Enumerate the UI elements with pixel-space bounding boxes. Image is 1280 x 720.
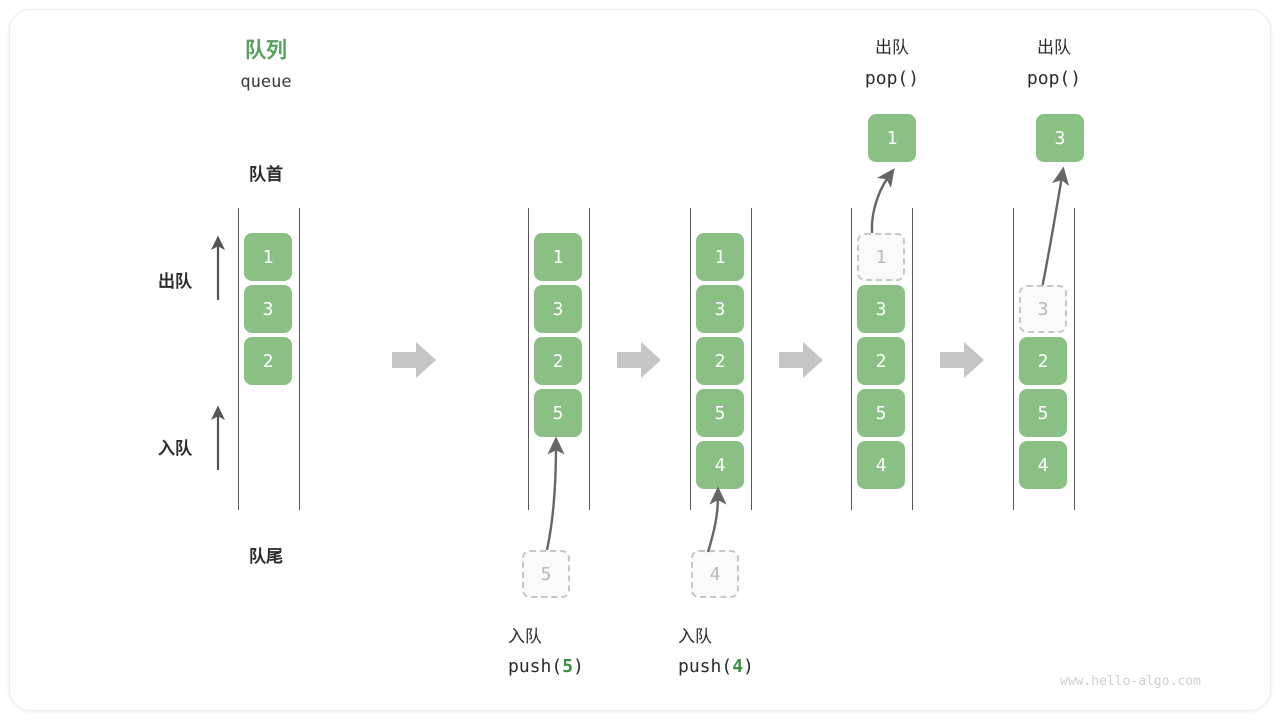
queue-cell: 3 [534,285,582,333]
pop-2-label-code: pop() [1026,68,1082,89]
queue-cell: 3 [857,285,905,333]
queue-cell: 3 [244,285,292,333]
queue-rail-right [1074,208,1075,510]
diagram-title-cn: 队列 [245,38,287,62]
push-4-code-prefix: push( [678,656,733,677]
queue-rail-left [690,208,691,510]
push-5-code-prefix: push( [508,656,563,677]
push-5-code-arg: 5 [562,656,574,677]
queue-rail-left [851,208,852,510]
queue-cell: 4 [696,441,744,489]
push-4-code-suffix: ) [743,656,754,677]
push-4-label-code: push(4) [648,656,848,677]
diagram-title-en: queue [240,72,292,92]
queue-cell: 5 [857,389,905,437]
queue-cell: 2 [244,337,292,385]
dequeue-direction-arrow [210,235,226,300]
transition-arrow-icon [617,342,661,378]
popped-cell: 1 [868,114,916,162]
queue-cell: 5 [1019,389,1067,437]
push-5-code-suffix: ) [573,656,584,677]
popped-cell: 3 [1036,114,1084,162]
front-label: 队首 [249,165,283,185]
push-5-label-cn: 入队 [508,627,542,647]
queue-cell: 1 [244,233,292,281]
incoming-ghost-cell: 5 [522,550,570,598]
enqueue-direction-arrow [210,405,226,470]
queue-cell: 4 [857,441,905,489]
pop-arrow-icon [1038,166,1070,299]
pop-2-label-cn: 出队 [1037,38,1071,58]
queue-rail-right [589,208,590,510]
queue-cell: 1 [534,233,582,281]
transition-arrow-icon [779,342,823,378]
queue-cell: 4 [1019,441,1067,489]
queue-rail-right [751,208,752,510]
queue-cell: 5 [696,389,744,437]
rear-label: 队尾 [249,547,283,567]
push-arrow-icon [545,436,565,551]
queue-cell: 1 [696,233,744,281]
push-4-code-arg: 4 [732,656,744,677]
enqueue-direction-label: 入队 [158,439,192,459]
push-arrow-icon [706,486,727,553]
dequeue-direction-label: 出队 [158,272,192,292]
queue-cell-ghost: 3 [1019,285,1067,333]
queue-rail-right [912,208,913,510]
transition-arrow-icon [392,342,436,378]
queue-cell: 2 [1019,337,1067,385]
push-4-label-cn: 入队 [678,627,712,647]
queue-cell: 5 [534,389,582,437]
queue-cell: 2 [696,337,744,385]
push-5-label-code: push(5) [478,656,678,677]
queue-cell: 3 [696,285,744,333]
queue-cell: 2 [857,337,905,385]
pop-1-label-cn: 出队 [875,38,909,58]
queue-rail-right [299,208,300,510]
transition-arrow-icon [940,342,984,378]
queue-rail-left [238,208,239,510]
incoming-ghost-cell: 4 [691,550,739,598]
queue-rail-left [1013,208,1014,510]
queue-cell: 2 [534,337,582,385]
watermark: www.hello-algo.com [1060,674,1201,689]
queue-cell-ghost: 1 [857,233,905,281]
queue-rail-left [528,208,529,510]
pop-1-label-code: pop() [864,68,920,89]
